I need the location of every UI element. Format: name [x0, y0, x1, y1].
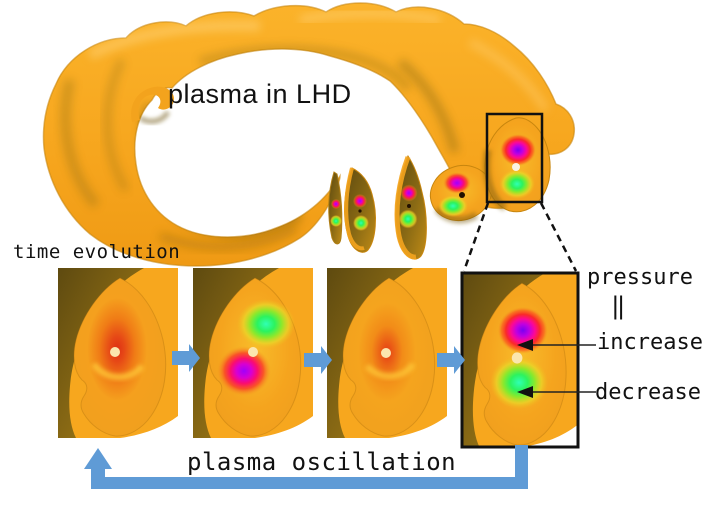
panel-stage-3 [327, 268, 447, 438]
annotation-arrows [531, 344, 596, 393]
increase-label: increase [597, 330, 703, 355]
step-arrow-icon-3 [437, 346, 465, 374]
cross-section-sliver [328, 171, 343, 245]
zoom-dashed-line-right [539, 202, 578, 272]
decrease-label: decrease [595, 380, 701, 405]
pressure-label: pressure [587, 265, 693, 290]
step-arrow-icon-2 [304, 346, 332, 374]
panel-stage-1 [58, 268, 178, 438]
equivalence-symbol: ‖ [611, 292, 626, 320]
torus-label: plasma in LHD [168, 79, 352, 109]
loop-arrow-icon [84, 445, 528, 489]
panel-stage-4 [462, 273, 579, 447]
step-arrow-icon-1 [172, 344, 200, 372]
cross-section-teardrop-2 [394, 154, 427, 260]
cross-section-oval-pattern [438, 172, 471, 217]
oscillation-label: plasma oscillation [187, 448, 457, 476]
time-evolution-label: time evolution [13, 241, 181, 263]
panel-stage-2 [193, 268, 313, 438]
magnetic-axis-dot [511, 352, 523, 364]
zoom-source-box [485, 112, 544, 204]
flow-arrows [84, 344, 528, 489]
annotation-arrowhead-decrease [517, 386, 533, 398]
annotation-arrowhead-increase [517, 339, 533, 351]
magnetic-axis-dot [381, 348, 391, 358]
torus-inner-hook [131, 86, 175, 124]
zoom-dashed-line-left [462, 202, 490, 272]
magnetic-axis-dot [248, 347, 258, 357]
cross-section-teardrop-1 [344, 167, 376, 253]
magnetic-axis-dot [110, 347, 120, 357]
